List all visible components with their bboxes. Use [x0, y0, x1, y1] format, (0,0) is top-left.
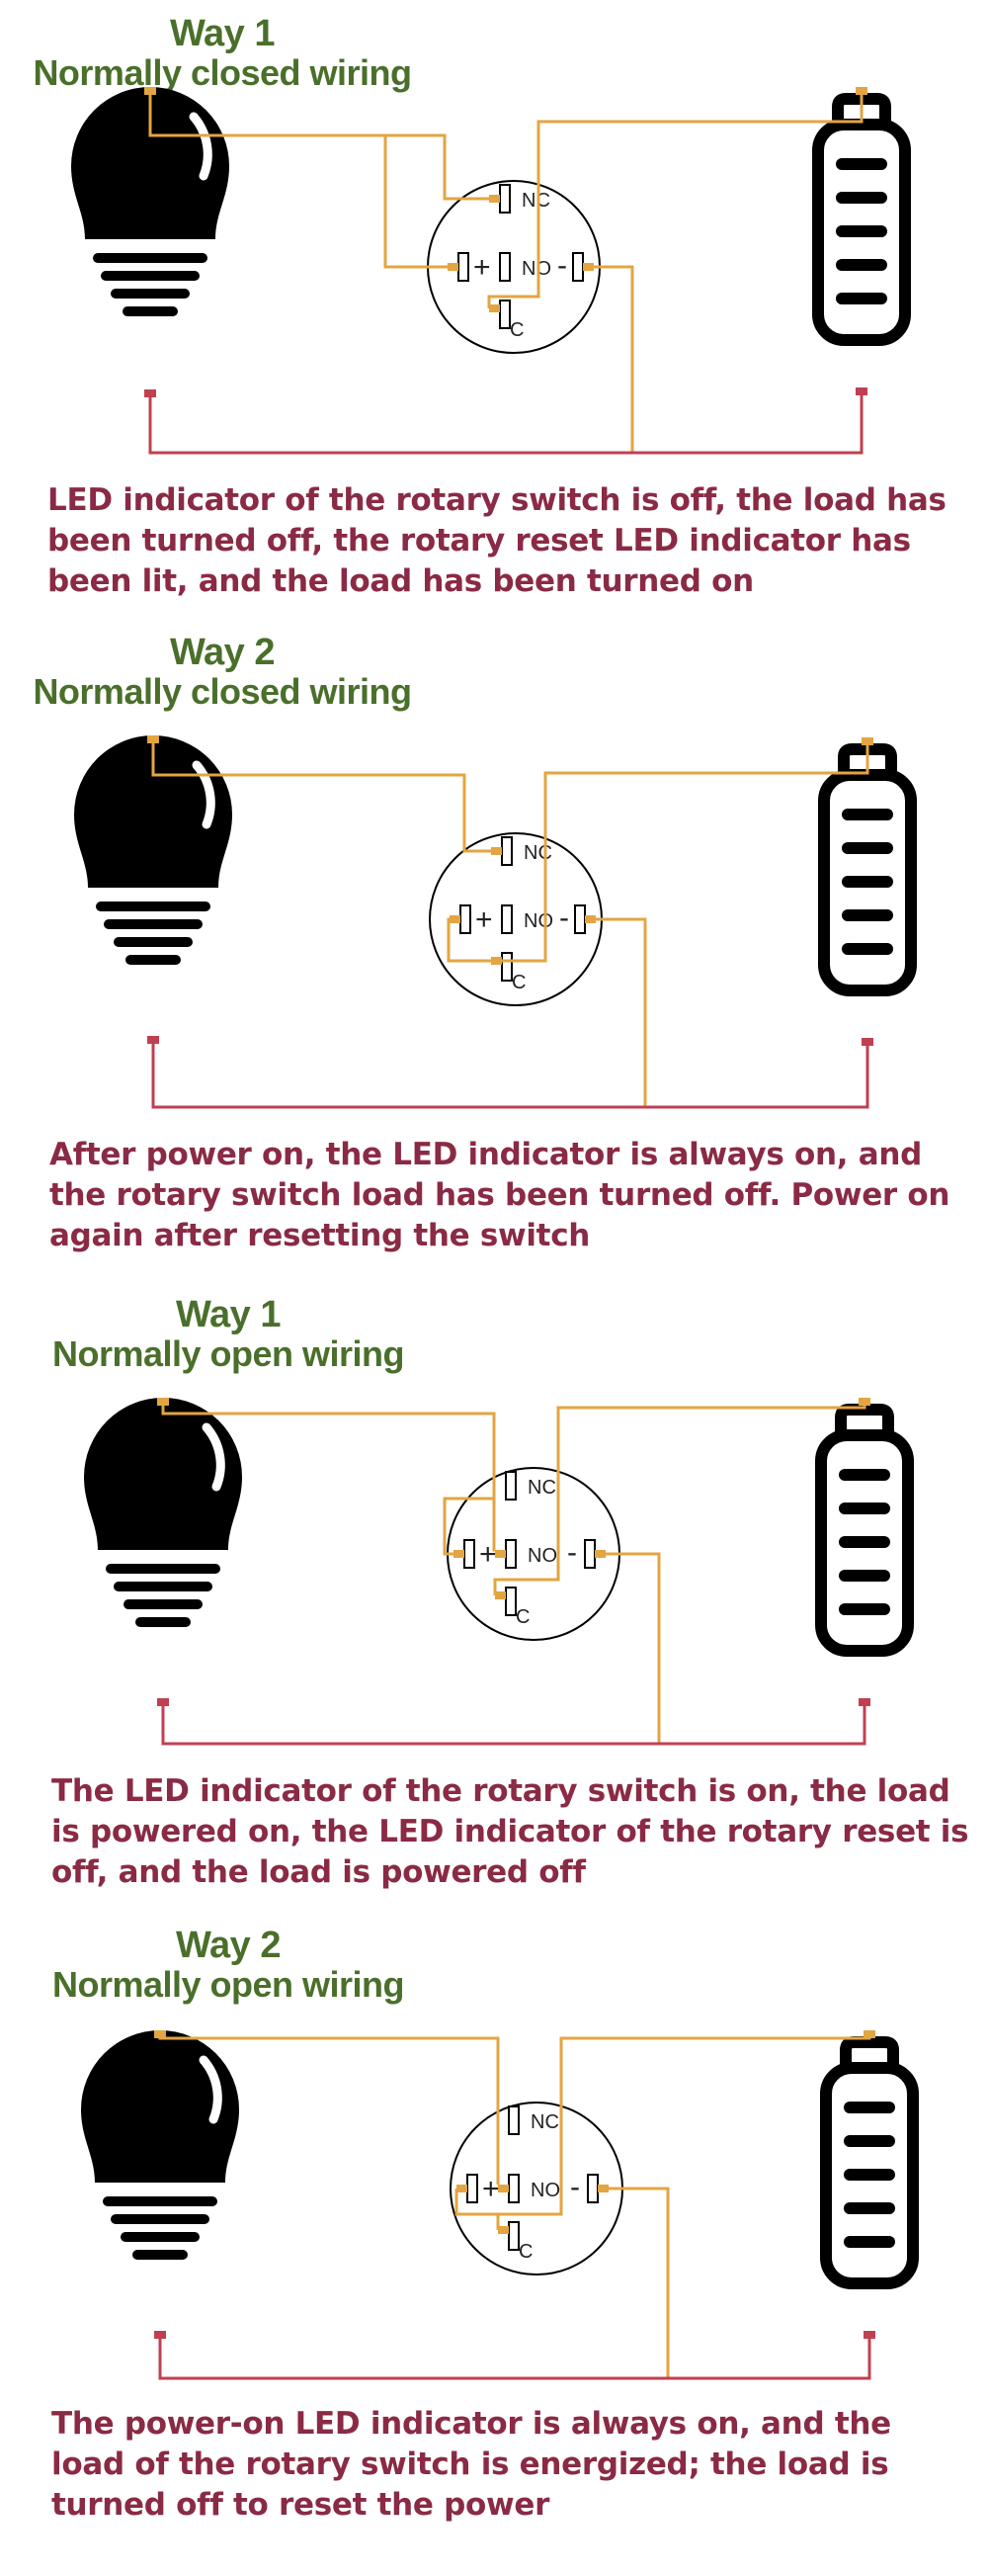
terminal-no-label: NO	[522, 258, 551, 280]
terminal-plus-label: +	[475, 903, 493, 936]
wiring-section-1: Way 1 Normally closed wiring	[0, 0, 988, 613]
battery-icon	[815, 1398, 914, 1706]
wiring-diagram: NC + NO - C	[81, 2030, 919, 2380]
terminal-plus-label: +	[473, 251, 491, 284]
section-heading: Way 1 Normally open wiring	[36, 1295, 421, 1374]
wiring-diagram: NC + NO - C	[71, 87, 911, 455]
terminal-minus-label: -	[570, 2171, 580, 2203]
wiring-section-3: Way 1 Normally open wiring	[0, 1291, 988, 1924]
way-title: Way 2	[170, 632, 275, 673]
terminal-minus-label: -	[557, 249, 567, 282]
wiring-type-title: Normally closed wiring	[33, 52, 412, 93]
section-heading: Way 1 Normally closed wiring	[30, 14, 415, 93]
light-bulb-icon	[71, 87, 229, 397]
terminal-c-label: C	[519, 2241, 533, 2263]
terminal-nc-label: NC	[524, 842, 552, 864]
terminal-no-label: NO	[528, 1545, 557, 1567]
rotary-switch-terminal-icon: NC + NO - C	[427, 180, 601, 354]
terminal-nc-label: NC	[522, 190, 550, 212]
wiring-type-title: Normally open wiring	[51, 1964, 405, 2005]
wiring-section-4: Way 2 Normally open wiring	[0, 1924, 988, 2576]
wiring-type-title: Normally open wiring	[51, 1333, 405, 1374]
terminal-no-label: NO	[531, 2180, 560, 2201]
battery-icon	[820, 2030, 919, 2339]
terminal-c-label: C	[516, 1606, 530, 1628]
terminal-minus-label: -	[559, 902, 569, 934]
rotary-switch-terminal-icon: NC + NO - C	[429, 832, 603, 1006]
terminal-c-label: C	[512, 972, 526, 993]
terminal-plus-label: +	[479, 1538, 497, 1571]
light-bulb-icon	[81, 2030, 239, 2339]
wiring-diagram: NC + NO - C	[74, 735, 917, 1109]
terminal-minus-label: -	[567, 1536, 577, 1569]
battery-icon	[812, 87, 911, 395]
terminal-nc-label: NC	[528, 1477, 556, 1499]
terminal-nc-label: NC	[531, 2111, 559, 2133]
section-description: LED indicator of the rotary switch is of…	[47, 482, 947, 599]
terminal-plus-label: +	[482, 2173, 500, 2205]
wiring-section-2: Way 2 Normally closed wiring	[0, 629, 988, 1261]
battery-icon	[818, 737, 917, 1046]
wiring-diagram: NC + NO - C	[84, 1398, 914, 1746]
wiring-type-title: Normally closed wiring	[33, 671, 412, 712]
terminal-no-label: NO	[524, 910, 553, 932]
section-description: The LED indicator of the rotary switch i…	[51, 1773, 969, 1890]
way-title: Way 1	[176, 1294, 281, 1335]
terminal-c-label: C	[510, 319, 524, 341]
rotary-switch-terminal-icon: NC + NO - C	[450, 2102, 623, 2275]
light-bulb-icon	[74, 735, 232, 1044]
way-title: Way 2	[176, 1925, 281, 1966]
light-bulb-icon	[84, 1398, 242, 1706]
section-description: After power on, the LED indicator is alw…	[49, 1137, 950, 1253]
rotary-switch-terminal-icon: NC + NO - C	[447, 1467, 620, 1641]
section-heading: Way 2 Normally closed wiring	[30, 633, 415, 712]
section-description: The power-on LED indicator is always on,…	[51, 2406, 891, 2523]
way-title: Way 1	[170, 13, 275, 54]
section-heading: Way 2 Normally open wiring	[36, 1926, 421, 2005]
